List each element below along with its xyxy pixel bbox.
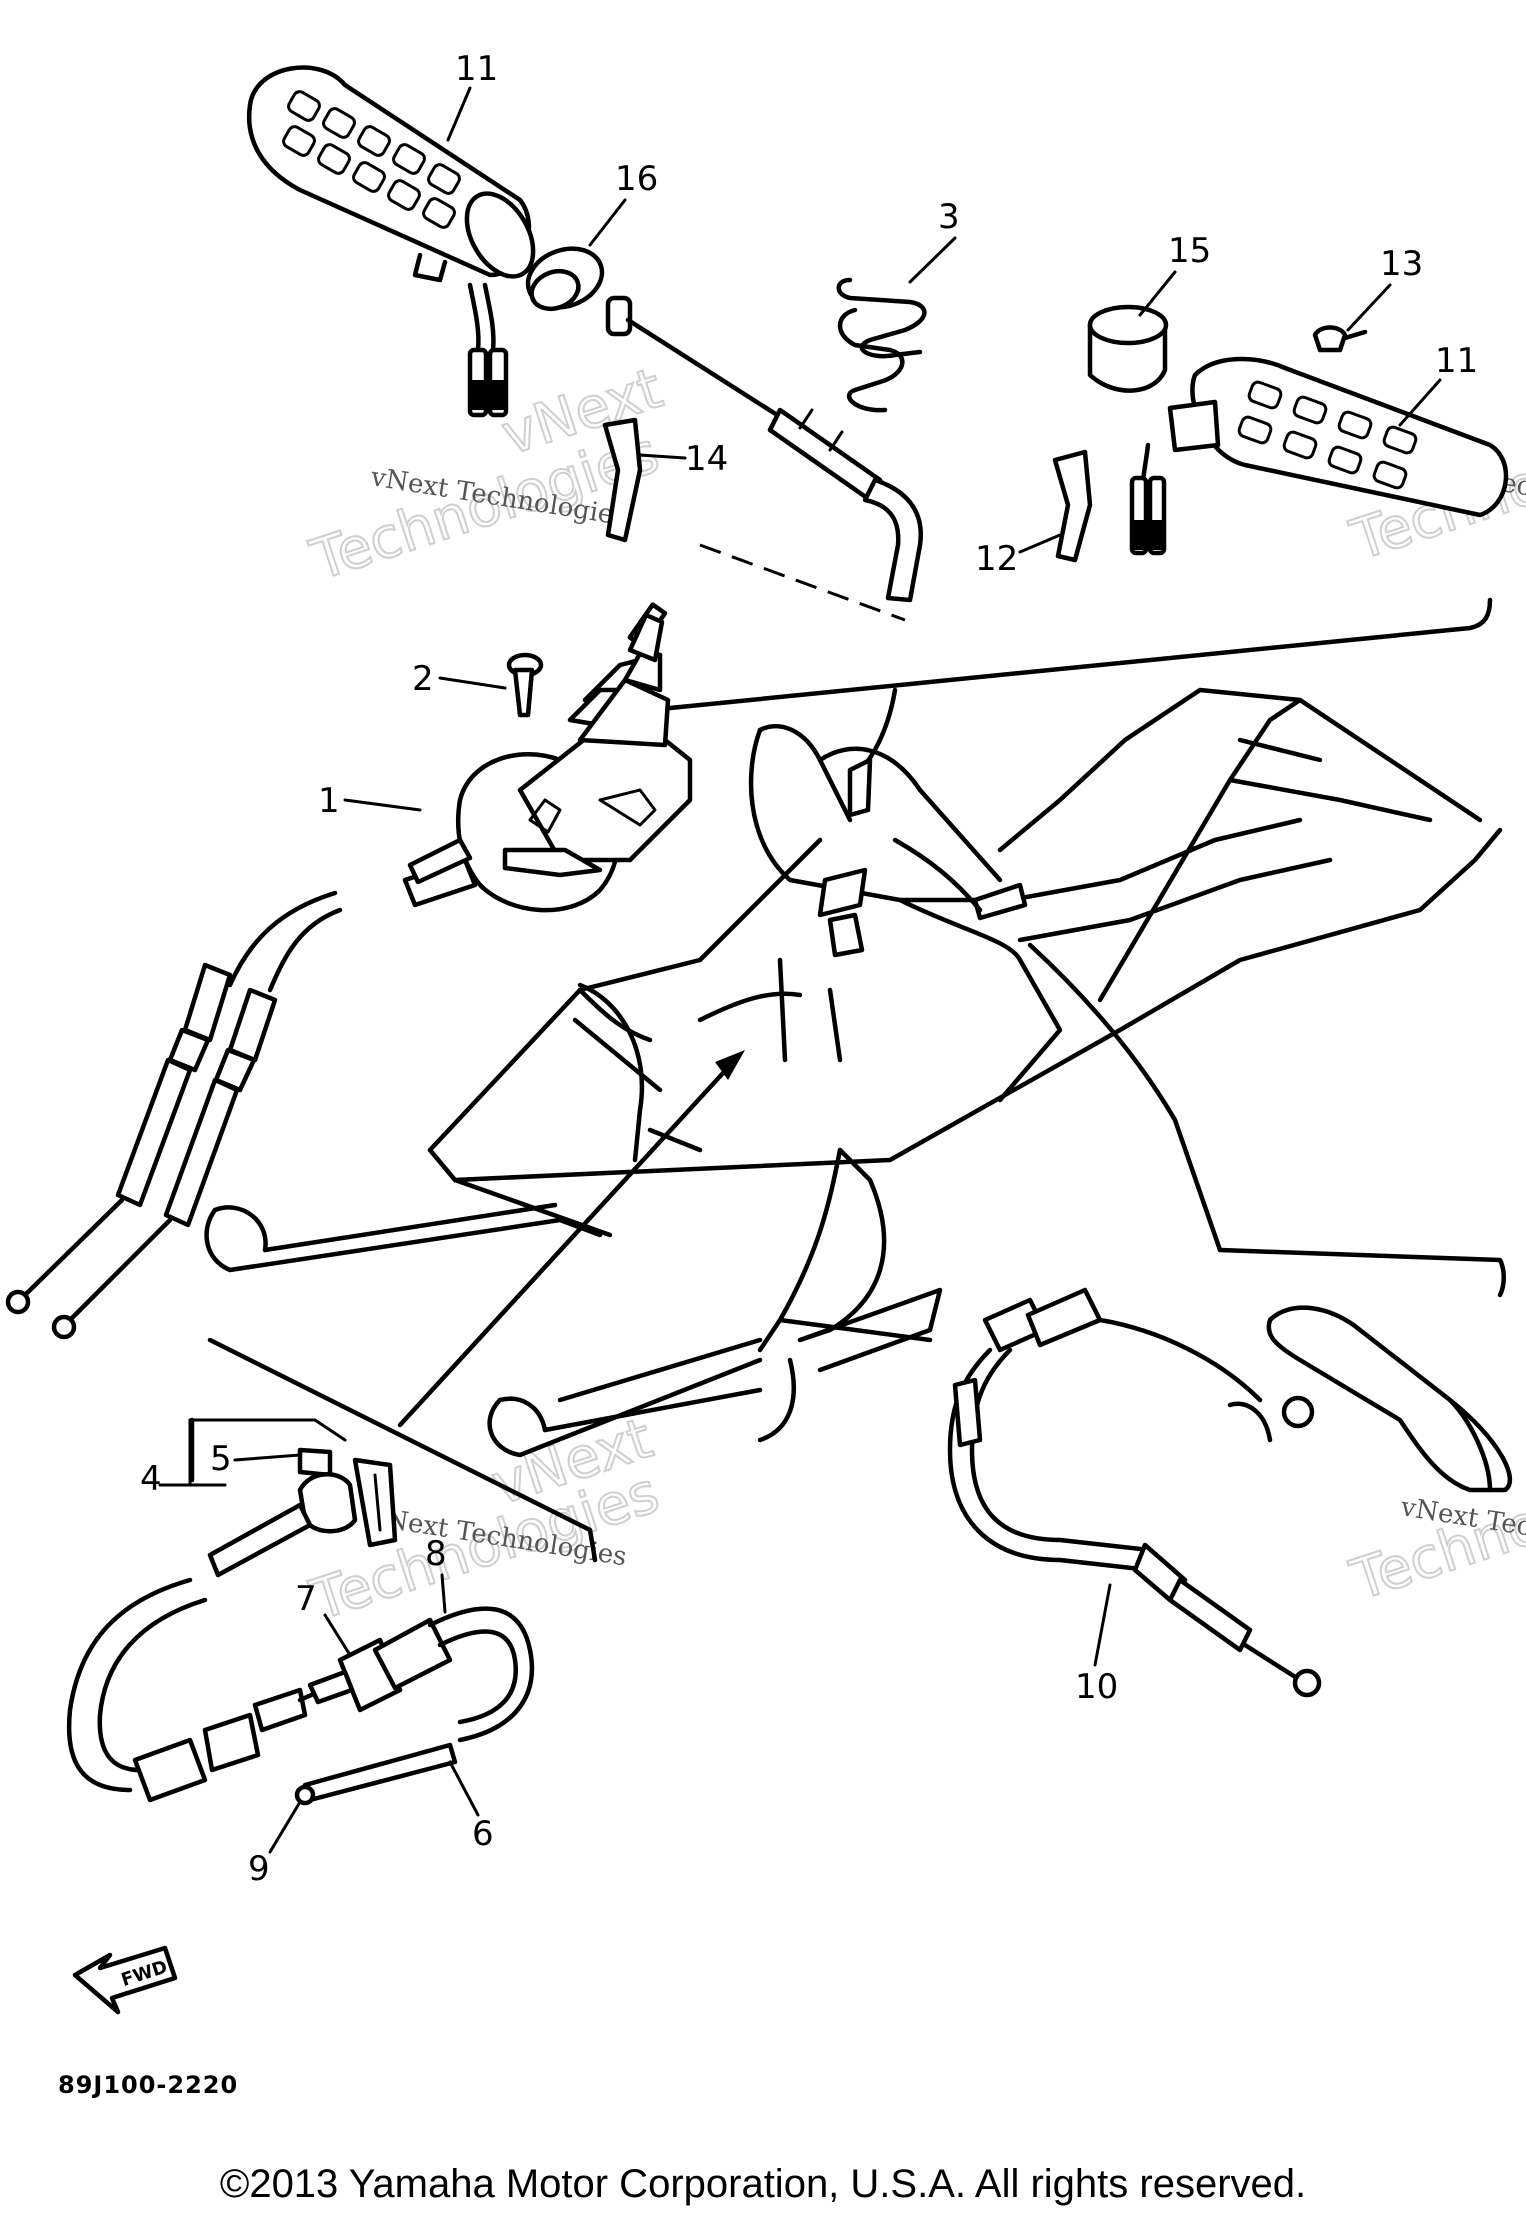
leader-line (1346, 283, 1392, 332)
brake-cable-10-illustration (947, 1287, 1513, 1698)
callout-9: 9 (248, 1849, 270, 1889)
snowmobile-body-illustration (204, 687, 1506, 1458)
leader-line (343, 798, 422, 812)
clip-14-illustration (602, 417, 643, 543)
grip-right-illustration (1129, 356, 1509, 556)
callout-15: 15 (1168, 231, 1211, 271)
clip-12-illustration (1052, 449, 1093, 563)
copyright-notice: ©2013 Yamaha Motor Corporation, U.S.A. A… (219, 2162, 1307, 2206)
arrow-line (397, 1057, 738, 1428)
leader-line (446, 86, 472, 142)
bracket-4-5 (158, 1418, 347, 1487)
handlebar-bracket (647, 597, 1493, 713)
bracket-line (207, 1337, 598, 1563)
throttle-housing-1-illustration (402, 602, 693, 913)
leader-line (438, 676, 507, 690)
leader-line (1138, 270, 1177, 317)
callout-2: 2 (412, 659, 434, 699)
leader-line (268, 1800, 302, 1854)
collar-15-illustration (1087, 304, 1169, 393)
leader-line (1093, 1583, 1112, 1667)
grip-left-illustration (246, 65, 536, 418)
leader-line (908, 236, 957, 284)
callout-7: 7 (295, 1579, 317, 1619)
leader-line (1018, 533, 1062, 554)
callout-8: 8 (425, 1534, 447, 1574)
leader-line (440, 1573, 447, 1614)
throttle-cable-illustration (605, 295, 924, 603)
leader-line (1398, 378, 1442, 427)
throttle-cable-pair-illustration (5, 890, 343, 1340)
callout-3: 3 (938, 197, 960, 237)
leader-line (233, 1453, 302, 1462)
arrow-head (715, 1050, 745, 1080)
callout-10: 10 (1075, 1667, 1118, 1707)
diagram-code: 89J100-2220 (58, 2071, 238, 2099)
callout-6: 6 (472, 1814, 494, 1854)
callout-14: 14 (685, 439, 728, 479)
callout-5: 5 (210, 1439, 232, 1479)
ring-16-illustration (525, 246, 605, 312)
leader-line (638, 453, 687, 460)
callout-4: 4 (140, 1459, 162, 1499)
callout-11-left: 11 (455, 49, 498, 89)
screw-13-illustration (1312, 325, 1368, 353)
leader-line (588, 198, 627, 247)
callout-11-right: 11 (1435, 341, 1478, 381)
callout-13: 13 (1380, 244, 1423, 284)
choke-knob-illustration (207, 1447, 398, 1578)
choke-cable-illustration (66, 1577, 535, 1806)
fwd-arrow-icon: FWD (72, 1945, 178, 2015)
callout-1: 1 (318, 781, 340, 821)
dashed-leader (699, 543, 906, 622)
wire-clip-3-illustration (836, 277, 927, 413)
callout-16: 16 (615, 159, 658, 199)
leader-line (448, 1760, 480, 1817)
leader-line (323, 1613, 352, 1657)
screw-2-illustration (506, 652, 544, 718)
callout-12: 12 (975, 539, 1018, 579)
